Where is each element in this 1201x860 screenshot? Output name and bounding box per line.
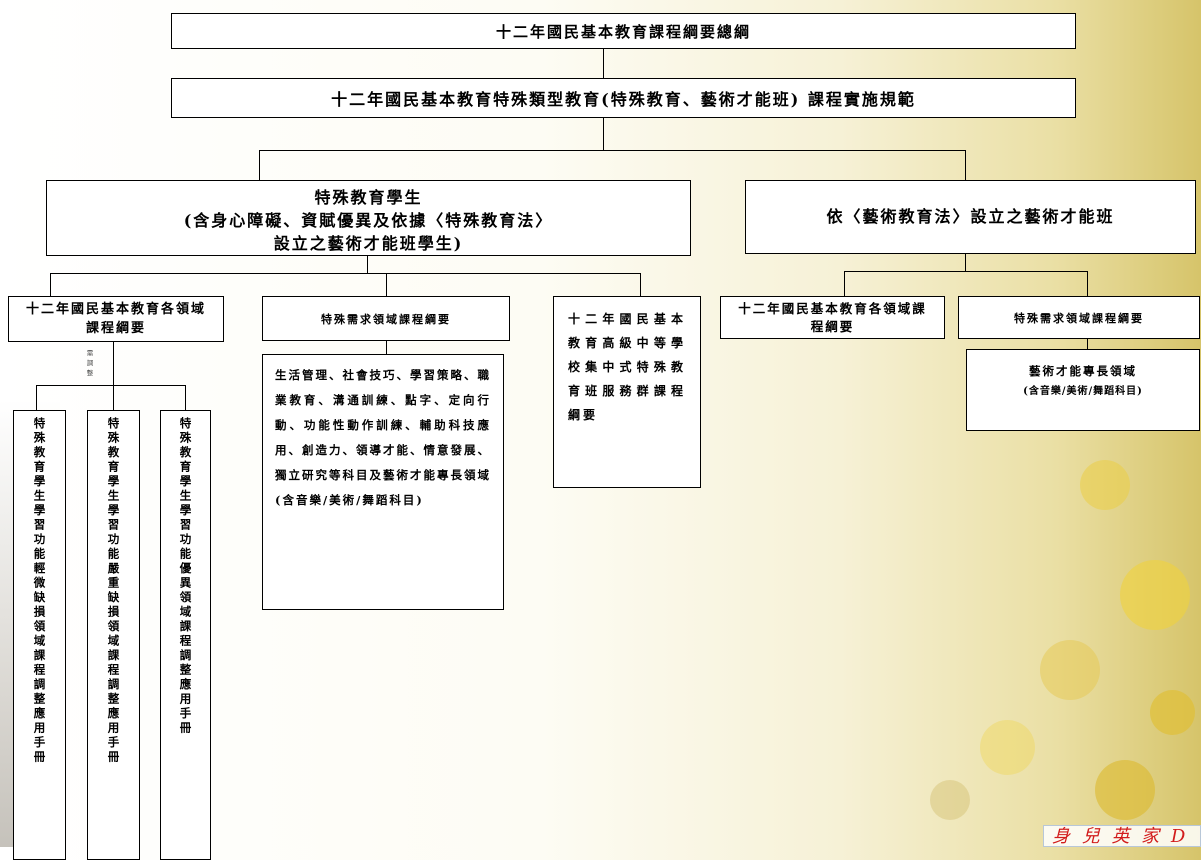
right-special-needs-label: 特殊需求領域課程綱要 <box>1014 310 1144 326</box>
manual-severe-node: 特殊教育學生學習功能嚴重缺損領域課程調整應用手冊 <box>87 410 140 860</box>
senior-vocational-node: 十二年國民基本教育高級中等學校集中式特殊教育班服務群課程綱要 <box>553 296 701 488</box>
special-ed-node: 特殊教育學生 (含身心障礙、資賦優異及依據〈特殊教育法〉 設立之藝術才能班學生) <box>46 180 691 256</box>
left-domain-label: 十二年國民基本教育各領域課程綱要 <box>19 300 213 338</box>
manual-mild-label: 特殊教育學生學習功能輕微缺損領域課程調整應用手冊 <box>32 417 48 765</box>
manual-severe-label: 特殊教育學生學習功能嚴重缺損領域課程調整應用手冊 <box>106 417 122 765</box>
root-node: 十二年國民基本教育課程綱要總綱 <box>171 13 1076 49</box>
left-domain-node: 十二年國民基本教育各領域課程綱要 <box>8 296 224 342</box>
right-domain-label: 十二年國民基本教育各領域課程綱要 <box>735 300 930 336</box>
arts-talent-label: 依〈藝術教育法〉設立之藝術才能班 <box>826 205 1114 229</box>
left-special-needs-node: 特殊需求領域課程綱要 <box>262 296 510 341</box>
special-ed-line2: (含身心障礙、資賦優異及依據〈特殊教育法〉 <box>47 209 690 232</box>
adjust-note: 需調整 <box>84 348 96 378</box>
special-ed-line3: 設立之藝術才能班學生) <box>47 232 690 255</box>
left-special-needs-label: 特殊需求領域課程綱要 <box>321 311 451 327</box>
arts-talent-node: 依〈藝術教育法〉設立之藝術才能班 <box>745 180 1196 254</box>
arts-specialty-title: 藝術才能專長領域 <box>967 362 1199 380</box>
special-ed-line1: 特殊教育學生 <box>47 186 690 209</box>
left-special-needs-detail-text: 生活管理、社會技巧、學習策略、職業教育、溝通訓練、點字、定向行動、功能性動作訓練… <box>275 368 491 507</box>
manual-mild-node: 特殊教育學生學習功能輕微缺損領域課程調整應用手冊 <box>13 410 66 860</box>
arts-specialty-sub: (含音樂/美術/舞蹈科目) <box>967 380 1199 404</box>
arts-specialty-node: 藝術才能專長領域 (含音樂/美術/舞蹈科目) <box>966 349 1200 431</box>
footer-note: 身 兒 英 家 D <box>1043 825 1201 847</box>
right-special-needs-node: 特殊需求領域課程綱要 <box>958 296 1200 339</box>
right-domain-node: 十二年國民基本教育各領域課程綱要 <box>720 296 945 339</box>
senior-vocational-label: 十二年國民基本教育高級中等學校集中式特殊教育班服務群課程綱要 <box>568 312 686 422</box>
left-special-needs-detail-node: 生活管理、社會技巧、學習策略、職業教育、溝通訓練、點字、定向行動、功能性動作訓練… <box>262 354 504 610</box>
level2-node: 十二年國民基本教育特殊類型教育(特殊教育、藝術才能班) 課程實施規範 <box>171 78 1076 118</box>
root-node-label: 十二年國民基本教育課程綱要總綱 <box>496 21 751 42</box>
manual-gifted-node: 特殊教育學生學習功能優異領域課程調整應用手冊 <box>160 410 211 860</box>
level2-node-label: 十二年國民基本教育特殊類型教育(特殊教育、藝術才能班) 課程實施規範 <box>331 86 916 110</box>
manual-gifted-label: 特殊教育學生學習功能優異領域課程調整應用手冊 <box>178 417 194 736</box>
